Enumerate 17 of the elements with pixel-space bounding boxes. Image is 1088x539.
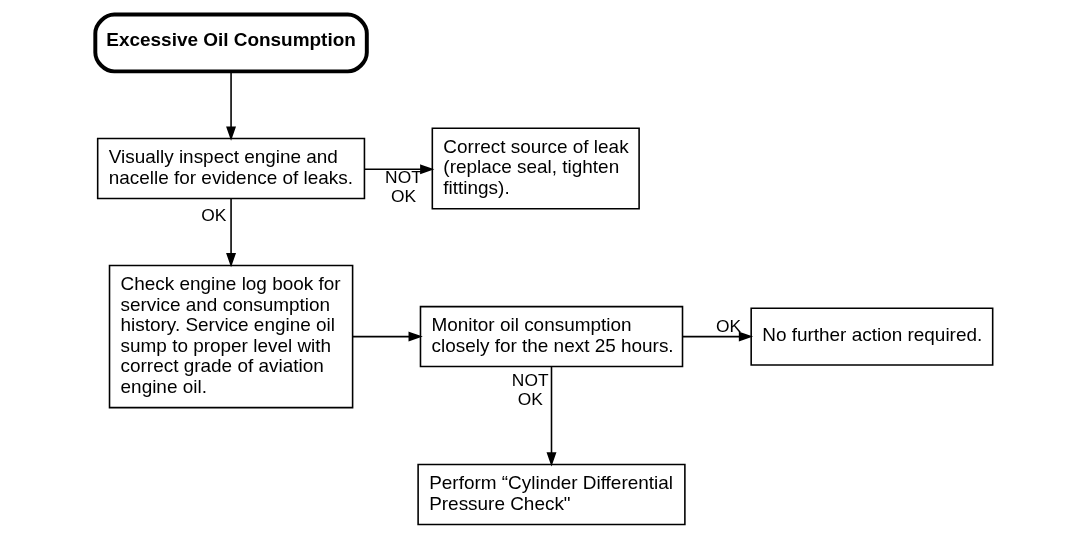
edge-label: OK <box>201 205 227 226</box>
arrow <box>681 331 754 342</box>
arrow <box>351 331 423 342</box>
arrow <box>546 366 557 467</box>
edge-label: OK <box>716 315 742 336</box>
node-box: No further action required. <box>750 307 994 366</box>
node-box: Monitor oil consumption closely for the next 25 hours. <box>419 305 684 368</box>
node-box: Correct source of leak (replace seal, tighten fittings). <box>431 127 640 210</box>
edge-label: NOT OK <box>385 167 422 207</box>
arrow <box>363 164 435 175</box>
arrow <box>226 197 237 268</box>
arrow <box>226 70 237 141</box>
node-box: Check engine log book for service and consumption history. Service engine oil sump to proper level with correct grade of aviation engine oil. <box>108 264 354 409</box>
node-box: Perform “Cylinder Differential Pressure Check" <box>417 463 686 526</box>
node-box: Visually inspect engine and nacelle for evidence of leaks. <box>96 137 366 200</box>
node-box: Excessive Oil Consumption <box>93 12 369 74</box>
edge-label: NOT OK <box>511 370 549 409</box>
